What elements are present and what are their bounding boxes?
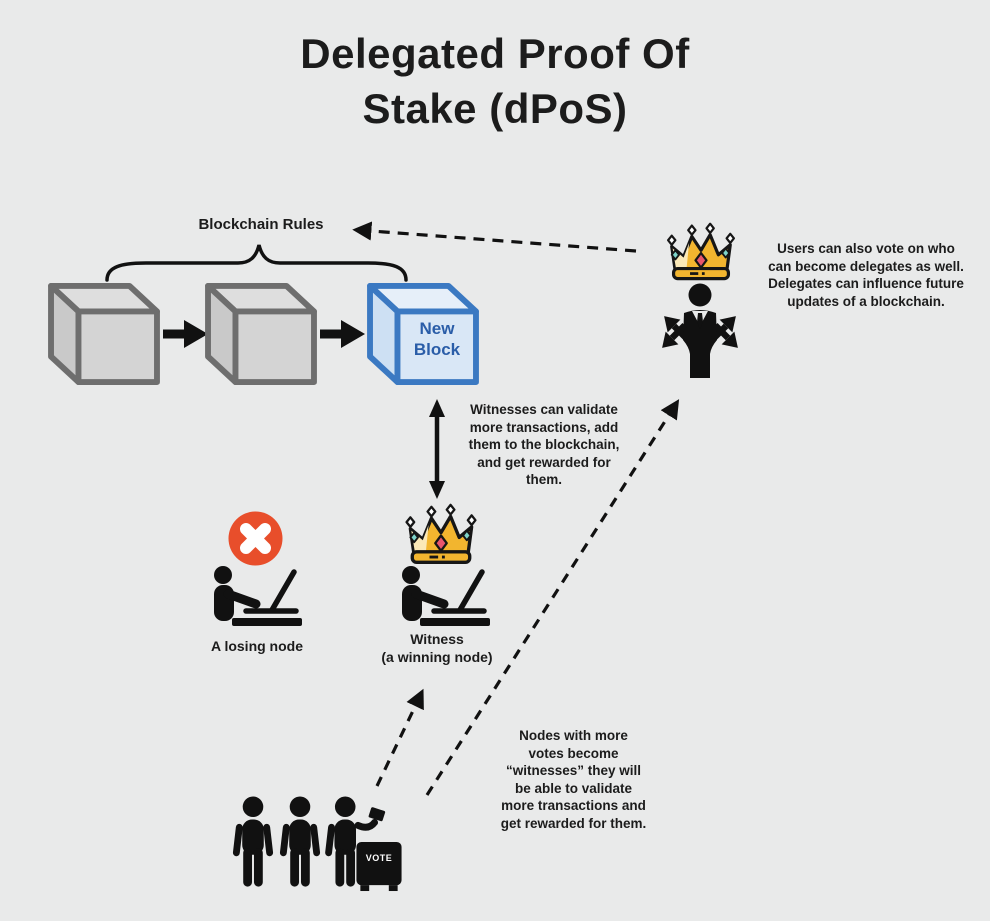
crown-icon (666, 222, 736, 281)
block-cube-1 (48, 282, 160, 386)
delegate-note-line-4: updates of a blockchain. (787, 293, 945, 309)
ballot-box-icon (356, 841, 402, 892)
witness-node-label-line-1: Witness (410, 631, 464, 647)
vote-box-label: VOTE (365, 853, 393, 863)
dashed-arrow-voters-to-delegate (425, 399, 680, 796)
witness-note-line-5: them. (525, 472, 562, 487)
votes-note-line-1: Nodes with more (519, 728, 628, 743)
new-block-label-line-1: New (419, 319, 455, 338)
crown-icon (405, 503, 477, 564)
new-block-label-line-2: Block (413, 340, 461, 359)
dashed-arrow-voters-to-witness (375, 688, 424, 787)
delegate-note-line-3: Delegates can influence future (768, 276, 964, 291)
witness-node-label: Witness (a winning node) (357, 630, 517, 666)
witness-note-line-3: them to the blockchain, (468, 437, 620, 452)
title-line-2: Stake (dPoS) (362, 85, 628, 132)
dashed-arrow-delegate-to-rules (352, 221, 637, 253)
brace (105, 244, 408, 282)
standing-person-icon (232, 796, 274, 887)
arrow-newblock-witness (429, 399, 445, 499)
votes-note-line-4: be able to validate (514, 780, 633, 796)
arrow-block1-block2 (163, 320, 208, 348)
blockchain-rules-label: Blockchain Rules (198, 216, 324, 233)
voting-person-icon (325, 796, 386, 887)
votes-note-line-5: more transactions and (501, 798, 646, 813)
delegate-note: Users can also vote on who can become de… (750, 240, 982, 310)
losing-node-label: A losing node (210, 638, 304, 654)
new-block-label: New Block (397, 318, 477, 360)
new-block-cube (367, 282, 479, 386)
page-title: Delegated Proof Of Stake (dPoS) (0, 26, 990, 136)
arrow-block2-newblock (320, 320, 365, 348)
witness-note-line-2: more transactions, add (469, 419, 619, 435)
title-line-1: Delegated Proof Of (300, 30, 690, 77)
votes-note-line-2: votes become (528, 745, 619, 761)
person-influence-icon (662, 283, 738, 378)
votes-note-line-3: “witnesses” they will (505, 763, 642, 778)
person-laptop-icon (214, 566, 302, 626)
votes-note-line-6: get rewarded for them. (500, 815, 647, 831)
witness-note: Witnesses can validate more transactions… (454, 401, 634, 489)
standing-person-icon (279, 796, 321, 887)
delegate-note-line-1: Users can also vote on who (777, 241, 955, 256)
person-laptop-icon (402, 566, 490, 626)
x-badge-icon (228, 511, 283, 566)
votes-note: Nodes with more votes become “witnesses”… (481, 727, 666, 832)
delegate-note-line-2: can become delegates as well. (768, 258, 964, 274)
witness-note-line-4: and get rewarded for (477, 454, 611, 470)
block-cube-2 (205, 282, 317, 386)
witness-note-line-1: Witnesses can validate (470, 402, 618, 417)
witness-node-label-line-2: (a winning node) (381, 649, 493, 665)
